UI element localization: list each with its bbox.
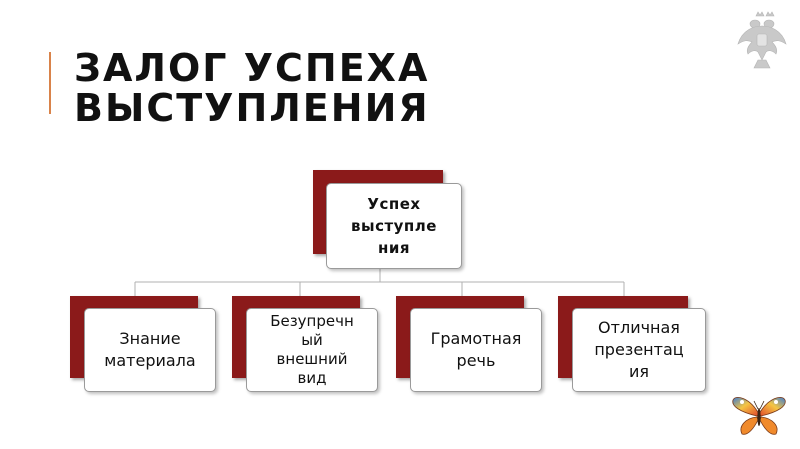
- child-node-2-box: Безупречн ый внешний вид: [246, 308, 378, 392]
- child-node-3-line-1: Грамотная: [430, 329, 522, 348]
- child-node-2-line-3: внешний: [276, 350, 348, 368]
- child-node-4-line-2: презентац: [594, 340, 684, 359]
- root-node-line-3: ния: [377, 239, 410, 257]
- child-node-4-line-3: ия: [628, 362, 650, 381]
- child-node-4-box: Отличная презентац ия: [572, 308, 706, 392]
- coat-of-arms-icon: [737, 11, 787, 69]
- child-node-3-box: Грамотная речь: [410, 308, 542, 392]
- child-node-3-line-2: речь: [456, 351, 496, 370]
- child-node-1-line-2: материала: [104, 351, 196, 370]
- child-node-4-line-1: Отличная: [598, 318, 680, 337]
- root-node-box: Успех выступле ния: [326, 183, 462, 269]
- slide-title-line-1: ЗАЛОГ УСПЕХА: [74, 46, 430, 90]
- butterfly-icon: [732, 397, 786, 435]
- child-node-2-line-1: Безупречн: [270, 312, 354, 330]
- child-node-2-line-4: вид: [297, 369, 327, 387]
- root-node-line-1: Успех: [367, 195, 421, 213]
- slide-title: ЗАЛОГ УСПЕХА ВЫСТУПЛЕНИЯ: [74, 48, 430, 128]
- child-node-1-box: Знание материала: [84, 308, 216, 392]
- root-node-line-2: выступле: [351, 217, 437, 235]
- slide-title-line-2: ВЫСТУПЛЕНИЯ: [74, 86, 430, 130]
- child-node-1-line-1: Знание: [119, 329, 181, 348]
- title-accent-line: [49, 52, 51, 114]
- child-node-2-line-2: ый: [301, 331, 323, 349]
